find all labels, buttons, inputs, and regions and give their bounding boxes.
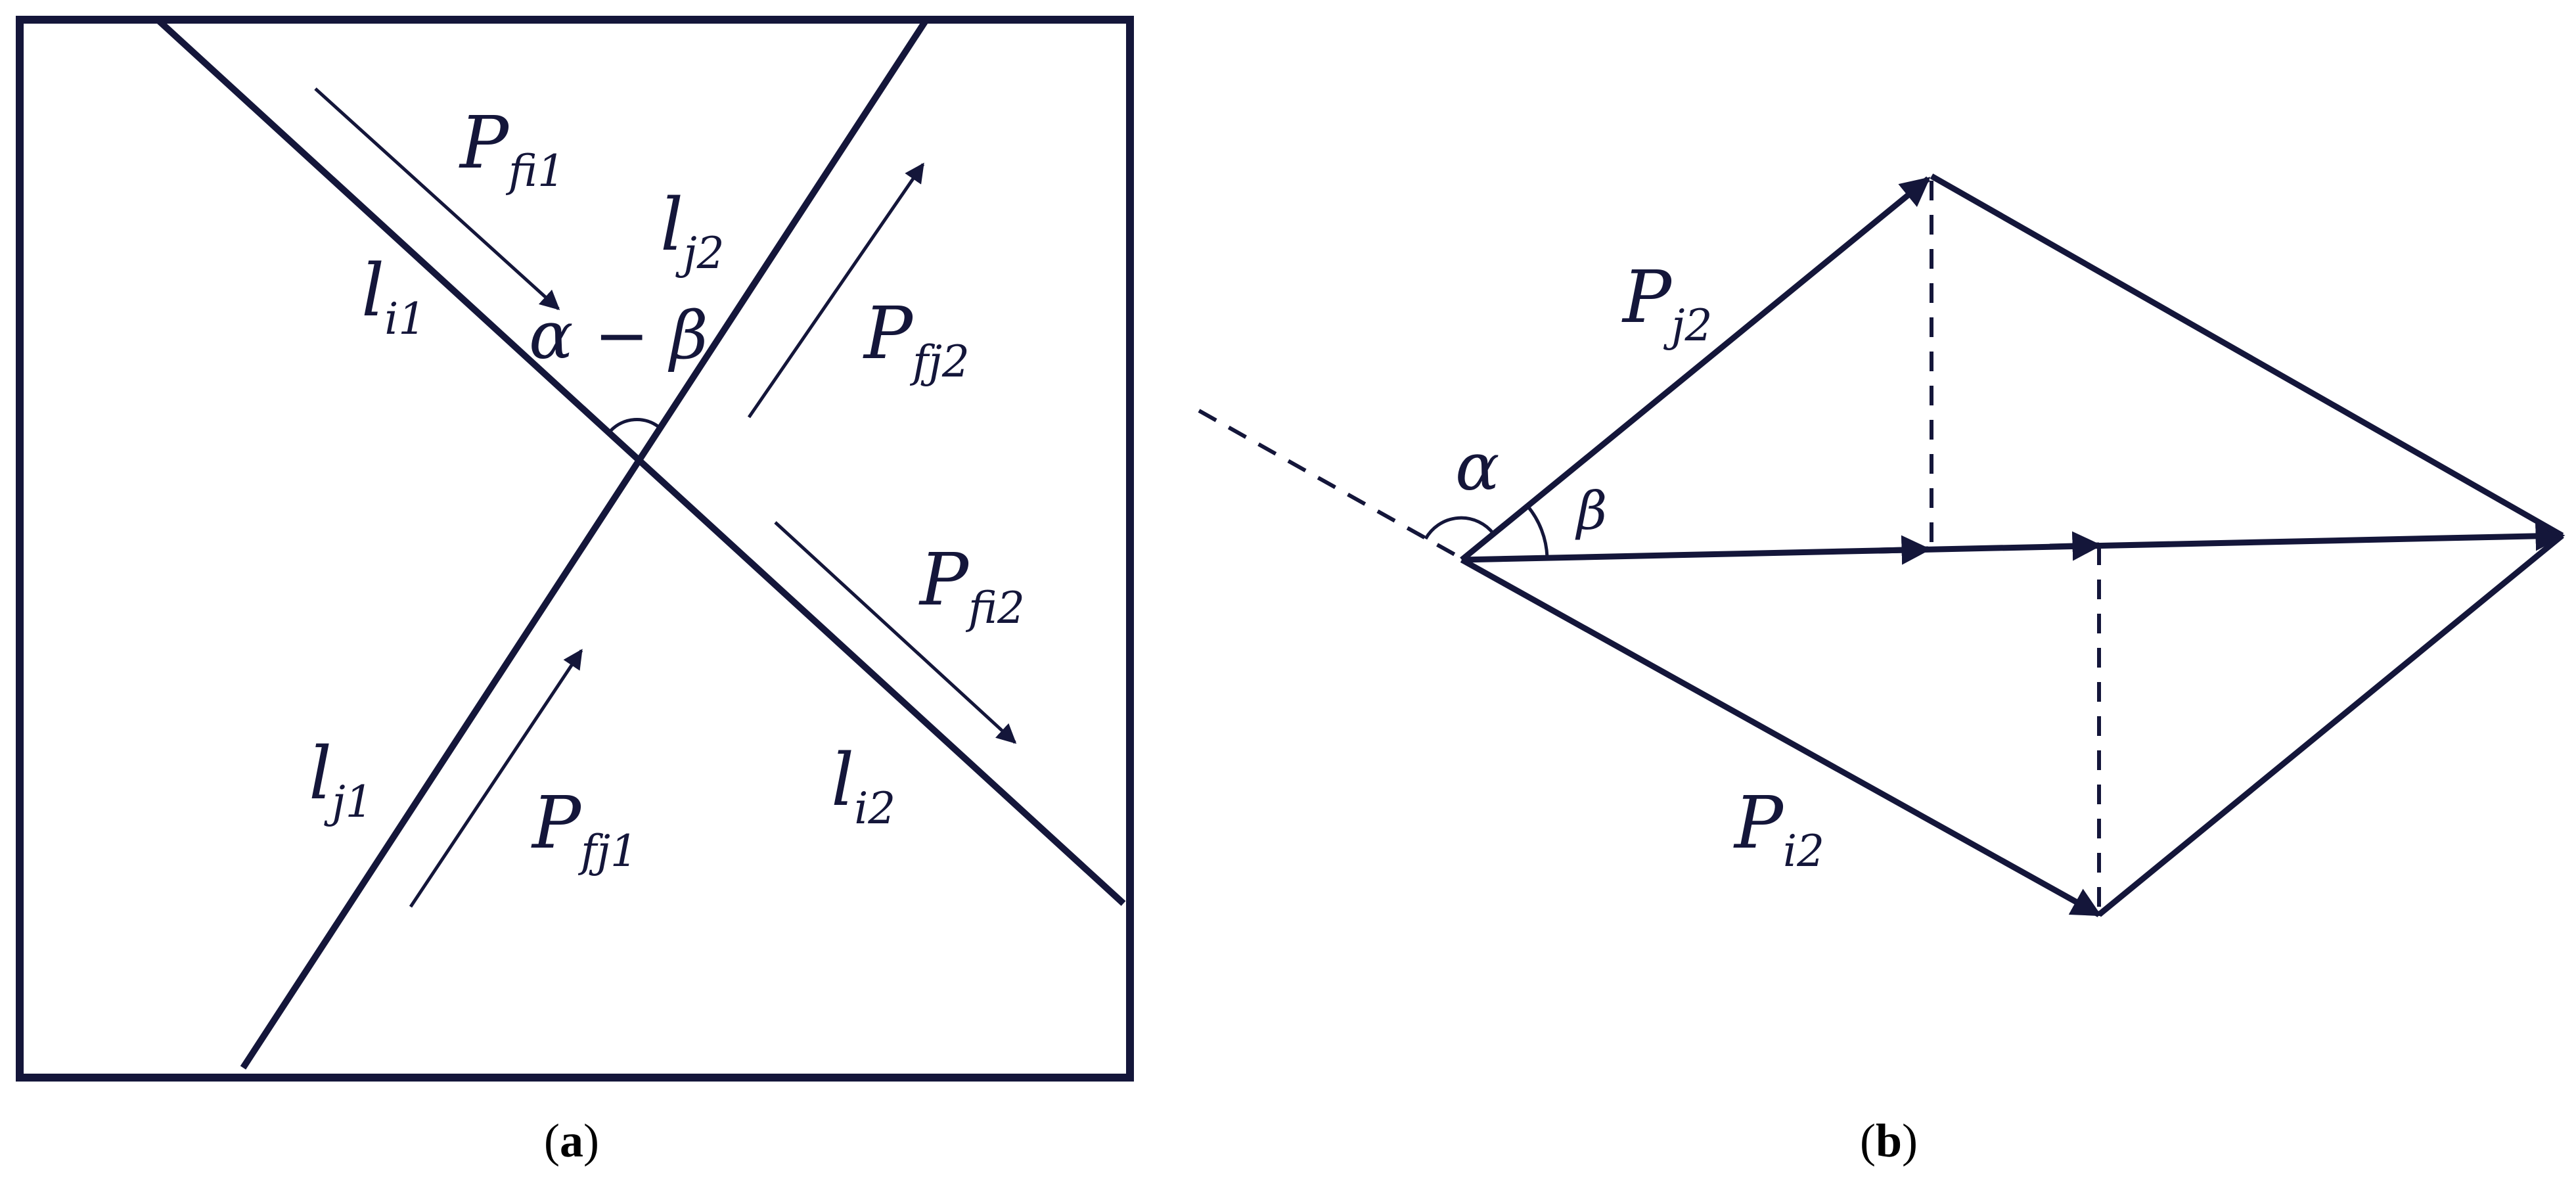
- label-P-j2: Pj2: [1621, 255, 1712, 351]
- line-j: [240, 18, 930, 1070]
- label-P-fi1-top: Pfi1: [459, 101, 565, 196]
- label-P-fi2: Pfi2: [918, 537, 1025, 633]
- arrow-P-fi1-top: [314, 87, 560, 311]
- caption-a: (a): [544, 1114, 599, 1167]
- label-P-i2: Pi2: [1733, 781, 1824, 877]
- angle-arc-alpha-minus-beta: [610, 417, 660, 432]
- arrow-P-fi2: [774, 521, 1017, 744]
- label-l-j2: lj2: [660, 183, 725, 279]
- panel-a: Pfi1 lj2 li1 α − β Pfj2 Pfi2 lj1 Pfj1 li…: [16, 16, 1134, 1167]
- label-P-fj2: Pfj2: [863, 291, 970, 387]
- parallelogram-side-bottom: [2097, 533, 2564, 917]
- vector-resultant: [1461, 521, 2565, 563]
- arrow-P-fj1: [409, 649, 583, 908]
- dashed-extension: [1198, 409, 1463, 560]
- label-l-j1: lj1: [309, 731, 373, 827]
- parallelogram-side-top: [1930, 173, 2564, 538]
- label-l-i1: li1: [361, 248, 426, 344]
- arrow-P-fj2: [747, 162, 925, 419]
- angle-arc-beta: [1526, 505, 1549, 558]
- label-l-i2: li2: [831, 738, 895, 834]
- label-alpha: α: [1455, 428, 1500, 505]
- vector-P-j2: [1460, 176, 1931, 562]
- component-arrow-j2: [1878, 535, 1932, 565]
- caption-b: (b): [1860, 1114, 1918, 1167]
- vector-P-i2: [1460, 557, 2102, 917]
- label-alpha-minus-beta: α − β: [529, 297, 708, 374]
- label-beta: β: [1575, 480, 1607, 541]
- angle-arc-alpha: [1424, 516, 1495, 540]
- component-arrow-i2: [2049, 531, 2102, 561]
- panel-a-frame: [16, 16, 1134, 1082]
- panel-b: Pj2 α β Pi2 (b): [1198, 173, 2565, 1167]
- label-P-fj1: Pfj1: [531, 781, 638, 877]
